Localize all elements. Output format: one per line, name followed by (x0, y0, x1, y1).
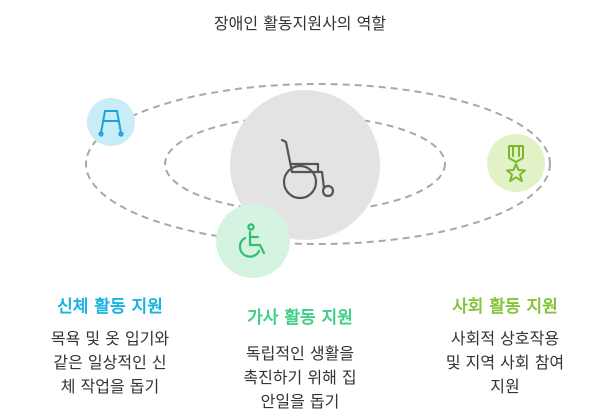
household-support-heading: 가사 활동 지원 (247, 308, 353, 328)
walker-circle (87, 98, 135, 146)
description-line: 독립적인 생활을 (245, 344, 355, 363)
accessibility-icon (238, 223, 266, 258)
description-line: 같은 일상적인 신 (53, 353, 167, 372)
social-support-heading: 사회 활동 지원 (452, 297, 558, 317)
physical-support-heading: 신체 활동 지원 (57, 297, 163, 317)
description-line: 안일을 돕기 (260, 392, 340, 411)
diagram-title: 장애인 활동지원사의 역할 (213, 14, 387, 33)
medal-circle (487, 134, 545, 192)
description-line: 목욕 및 옷 입기와 (50, 329, 170, 348)
outer-orbit (85, 83, 551, 245)
medal-icon (506, 145, 526, 182)
description-line: 사회적 상호작용 (450, 329, 560, 348)
physical-support-description: 목욕 및 옷 입기와 같은 일상적인 신 체 작업을 돕기 (15, 327, 205, 399)
description-line: 지원 (490, 377, 520, 396)
household-support-description: 독립적인 생활을 촉진하기 위해 집 안일을 돕기 (210, 342, 390, 414)
description-line: 체 작업을 돕기 (60, 377, 160, 396)
description-line: 촉진하기 위해 집 (243, 368, 357, 387)
description-line: 및 지역 사회 참여 (445, 353, 565, 372)
social-support-description: 사회적 상호작용 및 지역 사회 참여 지원 (415, 327, 595, 399)
walker-icon (98, 110, 124, 137)
wheelchair-icon (280, 138, 335, 200)
accessibility-circle (216, 204, 290, 278)
